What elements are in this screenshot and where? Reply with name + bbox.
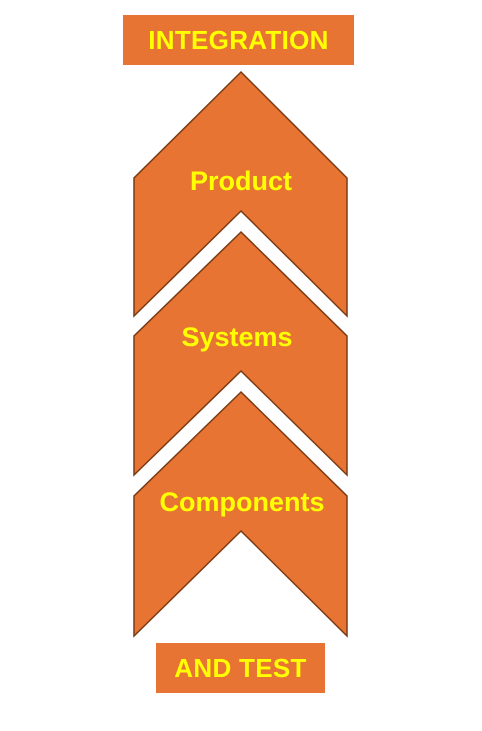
chevron-components: Components: [133, 390, 348, 638]
chevron-product: Product: [133, 70, 348, 318]
chevron-systems: Systems: [133, 230, 348, 477]
chevron-components-shape: [133, 390, 348, 638]
chevron-systems-shape: [133, 230, 348, 477]
chevron-product-shape: [133, 70, 348, 318]
and-test-label: AND TEST: [174, 652, 307, 683]
integration-label: INTEGRATION: [148, 24, 329, 55]
and-test-label-box: AND TEST: [156, 643, 325, 693]
chevron-product-label: Product: [190, 166, 292, 196]
chevron-systems-label: Systems: [181, 322, 292, 352]
integration-label-box: INTEGRATION: [123, 15, 354, 65]
chevron-components-label: Components: [160, 487, 325, 517]
